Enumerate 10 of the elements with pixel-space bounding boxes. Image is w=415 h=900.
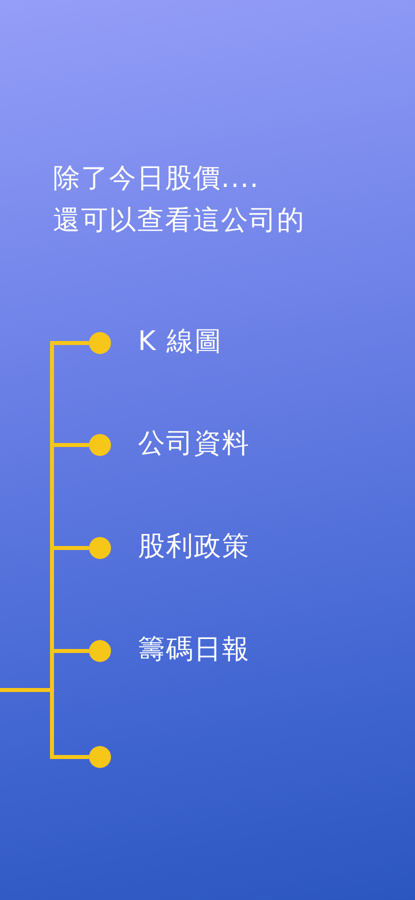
feature-label: K 線圖	[138, 325, 222, 359]
bullet-dot	[89, 434, 111, 456]
feature-label: 股利政策	[138, 530, 250, 564]
bullet-dot	[89, 332, 111, 354]
feature-label: 公司資料	[138, 427, 250, 461]
bullet-dot	[89, 537, 111, 559]
heading: 除了今日股價.... 還可以查看這公司的	[53, 162, 306, 238]
bullet-dot	[89, 640, 111, 662]
bullet-dot	[89, 746, 111, 768]
feature-label: 籌碼日報	[138, 633, 250, 667]
